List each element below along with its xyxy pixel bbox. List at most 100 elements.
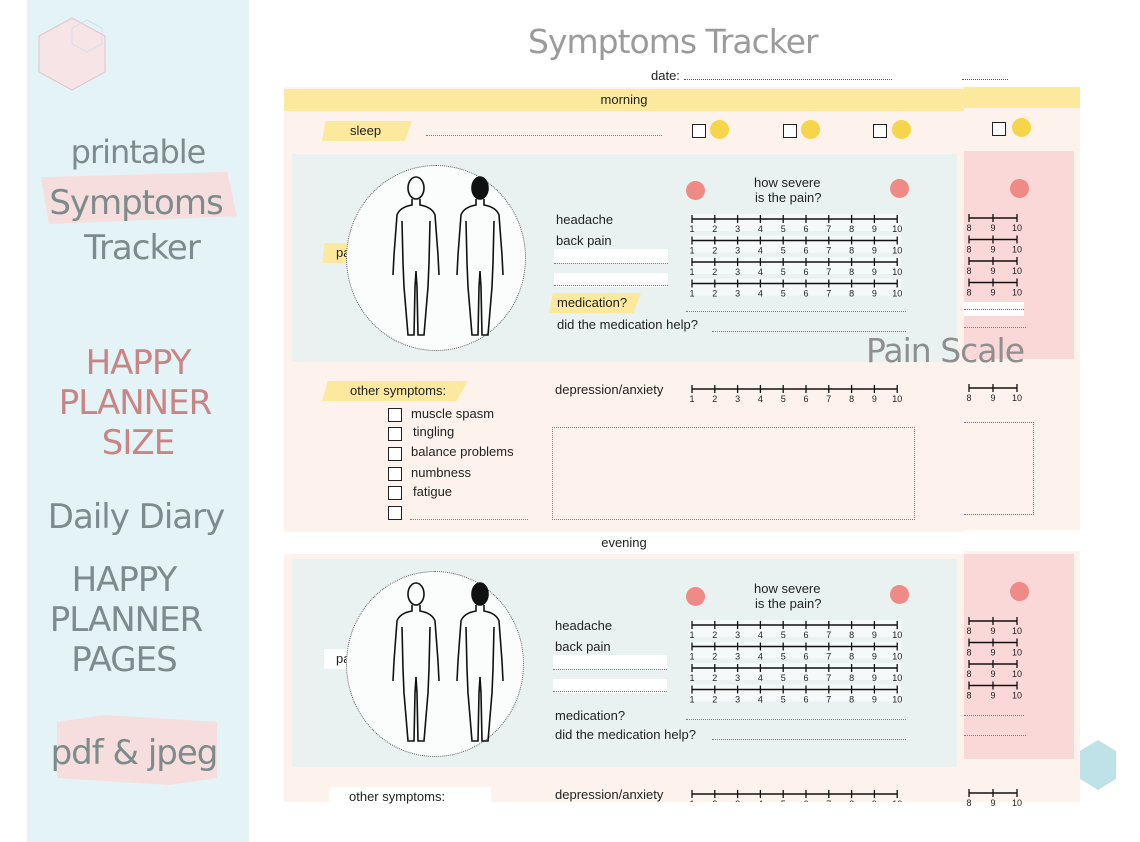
back-scale-row-tick-label: 9 (990, 691, 995, 701)
symptom-checkbox-balance[interactable] (388, 447, 402, 461)
symptom-checkbox-tingling[interactable] (388, 427, 402, 441)
back-scale-row-tick-label: 8 (966, 648, 971, 658)
pain-scale-row-tick-label: 8 (849, 289, 854, 299)
symptom-checkbox-muscle-spasm[interactable] (388, 408, 402, 422)
body-outline-frame (346, 165, 526, 351)
row-dotline-evening-3[interactable] (553, 669, 667, 670)
depression-scale-tick-label: 2 (712, 799, 717, 802)
back-scale-row-tick-label: 8 (966, 266, 971, 276)
pain-scale-row-tick-label: 10 (892, 267, 902, 277)
depression-scale-tick-label: 10 (892, 799, 902, 802)
other-symptoms-tag: other symptoms: (322, 381, 468, 401)
row-input-evening-3[interactable] (553, 655, 667, 669)
sidebar-format: pdf & jpeg (50, 733, 219, 773)
pain-scale-row-tick-label: 9 (872, 695, 877, 705)
depression-scale-tick-label: 3 (735, 394, 740, 404)
back-scale-row-tick-label: 10 (1012, 288, 1022, 298)
sidebar-size-1: HAPPY (85, 343, 192, 383)
back-scale-row-tick-label: 9 (990, 626, 995, 636)
pain-scale-row-tick-label: 9 (872, 652, 877, 662)
pain-scale-overlay-label: Pain Scale (866, 331, 1025, 370)
notes-box-morning[interactable] (552, 427, 915, 520)
sleep-dotted-line[interactable] (426, 135, 662, 136)
depression-scale-tick-label: 9 (872, 799, 877, 802)
pain-scale-row-tick-label: 7 (826, 630, 831, 640)
back-sleep-checkbox[interactable] (992, 122, 1006, 136)
pain-scale-row-tick-label: 8 (849, 267, 854, 277)
pain-scale-row-tick-label: 6 (803, 695, 808, 705)
evening-band: evening (284, 532, 964, 554)
symptom-checkbox-numbness[interactable] (388, 467, 402, 481)
pain-scale-row-tick-label: 4 (758, 673, 763, 683)
pain-scale-row-tick-label: 10 (892, 224, 902, 234)
medication-help-dotted-line[interactable] (712, 331, 906, 332)
sidebar-size-3: SIZE (101, 423, 175, 463)
pain-scale-row-tick-label: 5 (781, 289, 786, 299)
pain-scale-row-tick-label: 2 (712, 630, 717, 640)
pain-scale-row-tick-label: 8 (849, 695, 854, 705)
severity-question-evening-1: how severe (754, 581, 821, 596)
symptom-numbness: numbness (411, 465, 471, 480)
front-sheet: morning sleep pain how severe is the pai… (284, 87, 964, 807)
hexagon-decoration (38, 17, 106, 91)
date-field[interactable]: date: (651, 68, 892, 83)
pain-scale-row-tick-label: 7 (826, 673, 831, 683)
medication-help-dotted-line-evening[interactable] (712, 739, 906, 740)
pain-scale-row-tick-label: 8 (849, 630, 854, 640)
headache-label-evening: headache (555, 618, 613, 633)
headache-label: headache (556, 212, 614, 227)
row-input-4[interactable] (554, 273, 668, 287)
symptom-other-dotted-line[interactable] (410, 519, 528, 520)
back-scale-row-tick-label: 10 (1012, 266, 1022, 276)
back-scale-row-tick-label: 9 (990, 223, 995, 233)
back-scale-row-tick-label: 10 (1012, 626, 1022, 636)
back-dotline (964, 309, 1024, 310)
pain-scale-row-tick-label: 2 (712, 695, 717, 705)
sidebar-symptoms: Symptoms (49, 183, 223, 223)
pain-scale-row-tick-label: 9 (872, 224, 877, 234)
row-dotline-4[interactable] (554, 285, 668, 286)
row-input-evening-4[interactable] (553, 679, 667, 693)
pain-scale-row-tick-label: 10 (892, 652, 902, 662)
depression-scale-tick-label: 9 (872, 394, 877, 404)
back-scale-row-tick-label: 10 (1012, 245, 1022, 255)
row-dotline-3[interactable] (554, 263, 668, 264)
pain-scale-row-tick-label: 3 (735, 246, 740, 256)
pain-scale-row-tick-label: 1 (689, 246, 694, 256)
row-dotline-evening-4[interactable] (553, 691, 667, 692)
symptom-muscle-spasm: muscle spasm (411, 406, 495, 421)
depression-scale-tick-label: 1 (689, 799, 694, 802)
back-dotline (964, 735, 1026, 736)
pain-scale-row-tick-label: 6 (803, 224, 808, 234)
sleep-checkbox-1[interactable] (692, 124, 706, 138)
severity-question-evening-2: is the pain? (755, 596, 822, 611)
sidebar-pages-2: PLANNER (49, 600, 203, 640)
back-scale-row-tick-label: 8 (966, 245, 971, 255)
back-scale-row-tick-label: 9 (990, 669, 995, 679)
pain-mild-face-icon (686, 181, 705, 200)
sleep-checkbox-2[interactable] (783, 124, 797, 138)
pain-scale-row-tick-label: 6 (803, 652, 808, 662)
symptom-checkbox-other[interactable] (388, 506, 402, 520)
sad-face-icon (1012, 118, 1031, 137)
pain-scale-row-tick-label: 10 (892, 630, 902, 640)
pain-scale-row-tick-label: 5 (781, 630, 786, 640)
row-input-3[interactable] (554, 249, 668, 263)
symptom-checkbox-fatigue[interactable] (388, 486, 402, 500)
pain-scale-row-tick-label: 10 (892, 246, 902, 256)
pain-scale-row-tick-label: 4 (758, 695, 763, 705)
depression-scale-tick-label: 8 (849, 799, 854, 802)
medication-dotted-line[interactable] (686, 311, 906, 312)
sleep-checkbox-3[interactable] (873, 124, 887, 138)
pain-scale-row-tick-label: 1 (689, 652, 694, 662)
medication-dotted-line-evening[interactable] (686, 719, 906, 720)
pain-scale-row-tick-label: 10 (892, 289, 902, 299)
angry-face-icon (1010, 582, 1029, 601)
back-scale-row-tick-label: 9 (990, 798, 995, 808)
symptom-fatigue: fatigue (413, 484, 453, 499)
